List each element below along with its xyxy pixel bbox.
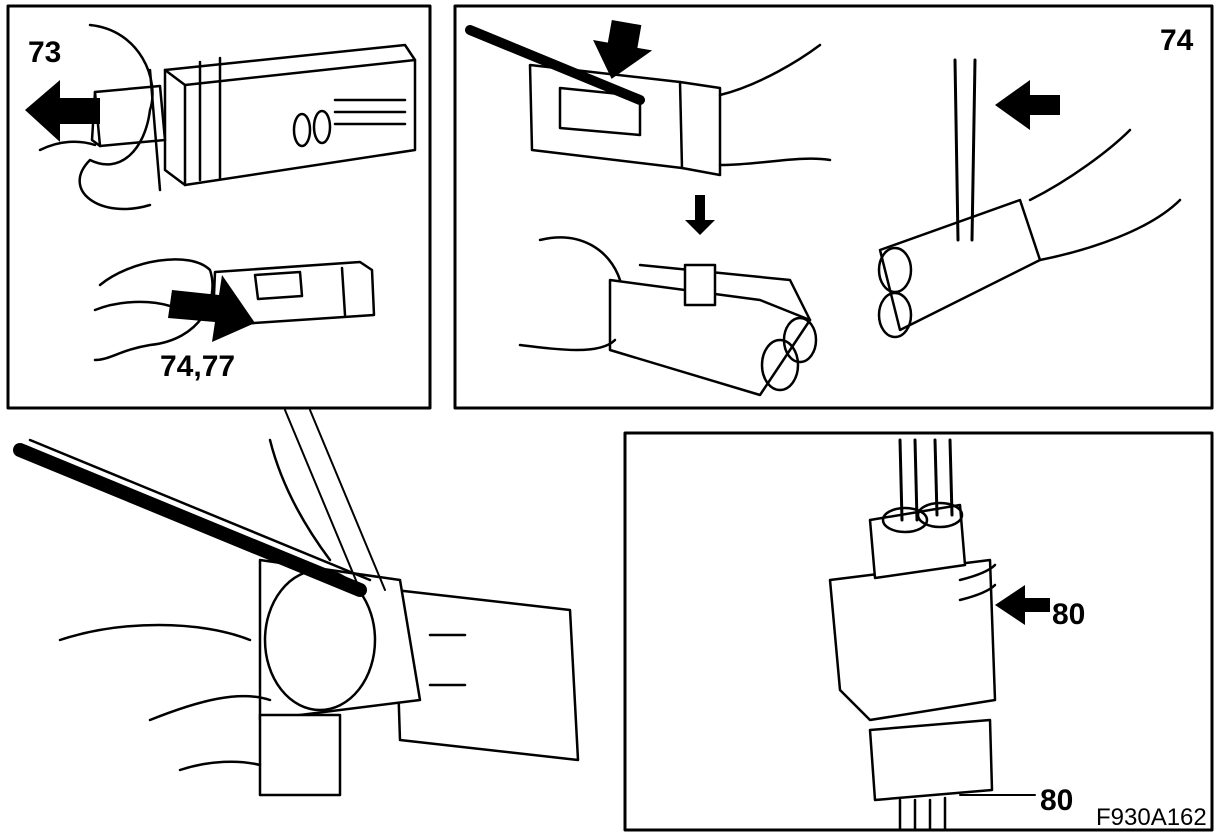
hand-outline-top <box>78 23 154 211</box>
panel-b-frame <box>453 4 1214 410</box>
label-74-77: 74,77 <box>160 350 236 383</box>
panel-a-frame <box>6 4 432 410</box>
single-connector <box>211 260 376 327</box>
label-73: 73 <box>28 36 62 69</box>
label-80-bottom: 80 <box>1040 784 1074 817</box>
connector-latch-open <box>518 195 818 397</box>
leader-line-right <box>309 409 386 591</box>
pulled-plug <box>90 68 167 192</box>
figure-code: F930A162 <box>1096 804 1207 831</box>
stacked-connector <box>828 438 997 832</box>
label-80-side: 80 <box>1052 598 1086 631</box>
leader-line-left <box>284 409 361 591</box>
pull-arrow-73 <box>25 80 100 142</box>
connector-with-tool-1 <box>465 19 832 177</box>
multipin-connector-housing <box>163 43 417 187</box>
large-connector-with-tool <box>13 438 580 797</box>
push-arrow-80 <box>995 585 1050 625</box>
push-arrow-7477 <box>168 275 255 342</box>
panel-d-frame <box>623 431 1214 832</box>
label-74: 74 <box>1160 24 1194 57</box>
connector-with-tool-2 <box>877 58 1182 339</box>
